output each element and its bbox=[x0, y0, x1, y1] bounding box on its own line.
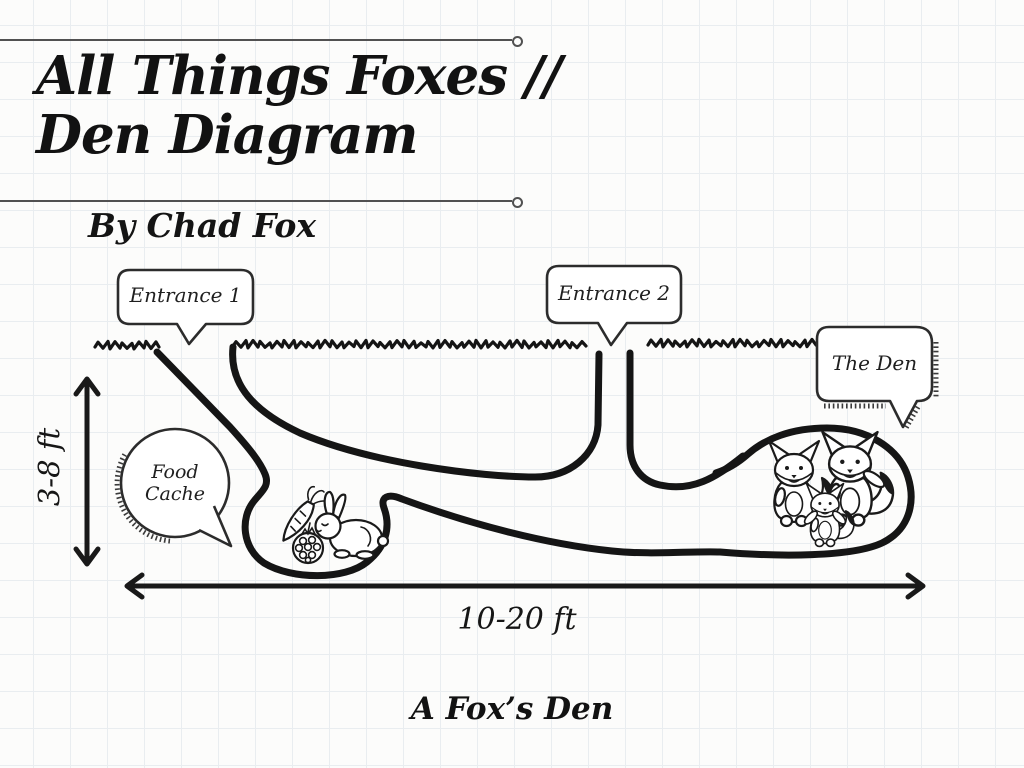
ground-grass-line bbox=[93, 337, 818, 351]
entrance2-label: Entrance 2 bbox=[557, 280, 670, 305]
diagram-caption: A Fox’s Den bbox=[410, 691, 614, 727]
depth-arrow bbox=[73, 376, 101, 567]
entrance2-bubble bbox=[545, 264, 683, 347]
entrance1-label: Entrance 1 bbox=[129, 283, 242, 307]
rule-end-circle bbox=[512, 197, 523, 208]
fox-family-icon bbox=[767, 430, 895, 548]
food-cache-label: Food Cache bbox=[145, 461, 205, 505]
page-title: All Things Foxes // Den Diagram bbox=[36, 45, 562, 167]
den-tunnels-outline bbox=[153, 343, 915, 580]
grass-segment-middle bbox=[231, 338, 588, 350]
header-rule-top bbox=[0, 36, 523, 47]
fox-adult-right-icon bbox=[821, 430, 895, 527]
fox-kit-icon bbox=[803, 482, 855, 548]
depth-measurement-label: 3-8 ft bbox=[32, 427, 66, 507]
food-cache-bubble bbox=[114, 427, 233, 548]
berry-icon bbox=[291, 522, 325, 565]
den-bubble bbox=[815, 325, 939, 430]
length-measurement-label: 10-20 ft bbox=[457, 602, 577, 637]
byline: By Chad Fox bbox=[88, 206, 317, 245]
tunnel-lower-wall-and-chambers bbox=[153, 348, 915, 580]
grass-segment-left bbox=[93, 339, 161, 351]
den-label: The Den bbox=[831, 350, 918, 375]
tunnel-upper-wall bbox=[229, 343, 603, 481]
rabbit-icon bbox=[314, 490, 390, 560]
rule-end-circle bbox=[512, 36, 523, 47]
carrot-icon bbox=[282, 485, 331, 542]
entrance2-right-wall bbox=[626, 349, 747, 491]
entrance1-bubble bbox=[116, 268, 255, 346]
title-line2: Den Diagram bbox=[36, 104, 419, 167]
header-rule-byline bbox=[0, 197, 523, 208]
title-line1: All Things Foxes // bbox=[36, 45, 562, 107]
length-arrow bbox=[124, 572, 926, 600]
grass-segment-right bbox=[646, 337, 818, 349]
